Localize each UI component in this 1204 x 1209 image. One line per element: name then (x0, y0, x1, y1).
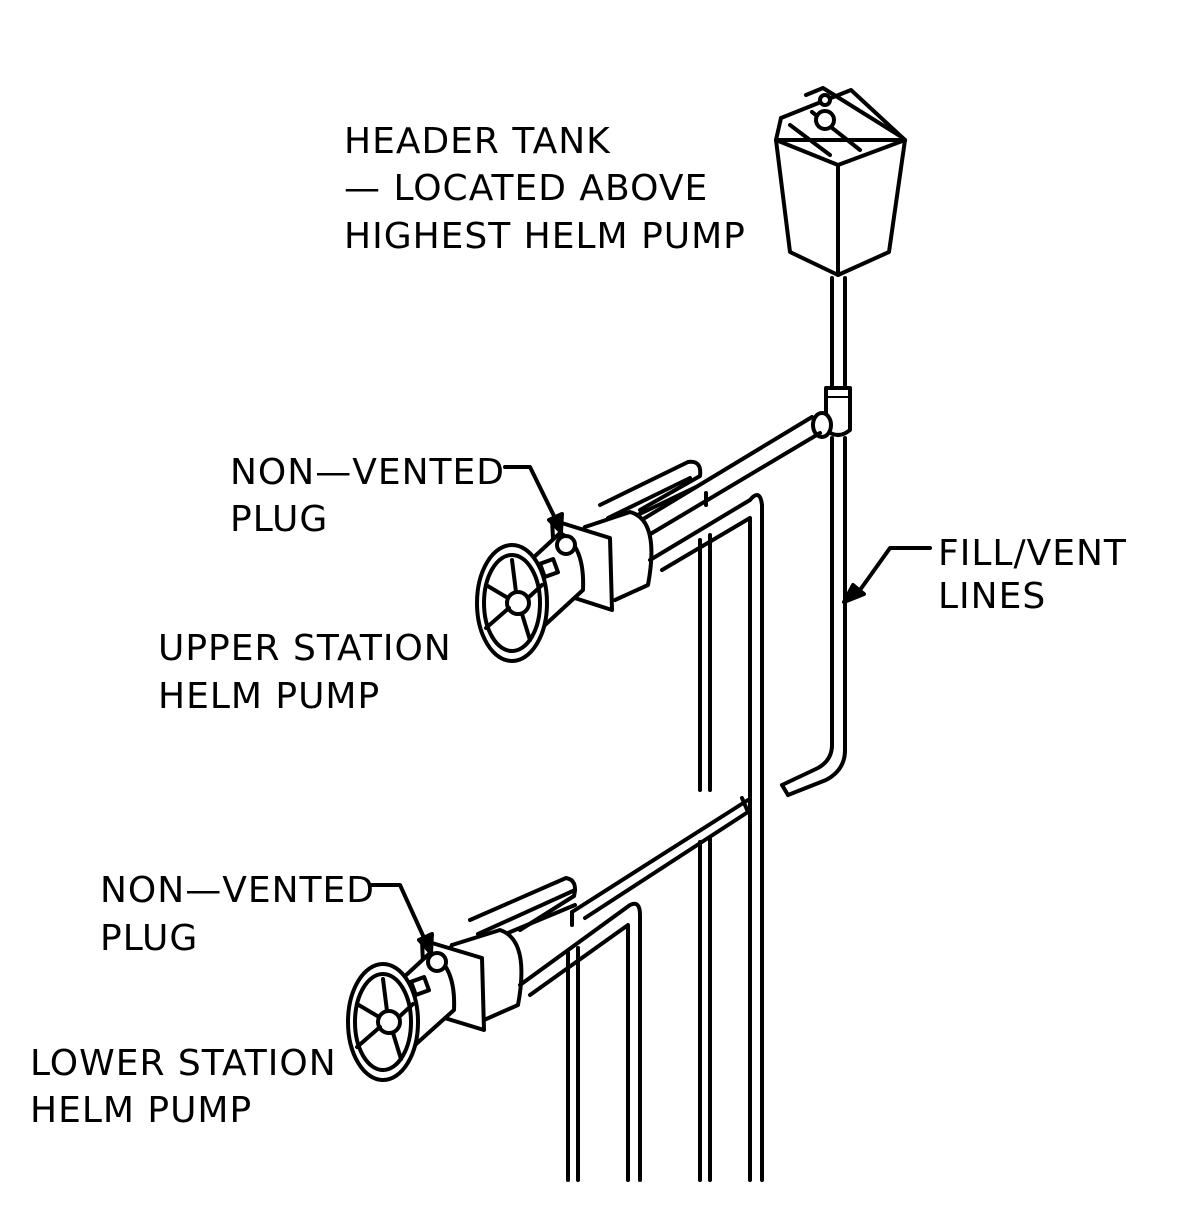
lower-hoses (518, 836, 712, 1182)
label-plug-upper-line1: NON—VENTED (230, 452, 505, 493)
label-fill-vent: FILL/VENT LINES (938, 533, 1127, 617)
label-plug-lower-line2: PLUG (100, 918, 198, 959)
upper-long-hose (648, 493, 764, 1182)
label-plug-upper-line2: PLUG (230, 499, 328, 540)
label-header-tank: HEADER TANK — LOCATED ABOVE HIGHEST HELM… (344, 121, 746, 257)
label-upper-station: UPPER STATION HELM PUMP (158, 628, 452, 717)
tee-branch-upper (623, 411, 833, 544)
label-fill-vent-line1: FILL/VENT (938, 533, 1127, 574)
tee-branch-lower (570, 796, 750, 920)
leader-upper-plug (503, 465, 564, 534)
header-tank (774, 86, 907, 277)
label-lower-station-line2: HELM PUMP (30, 1090, 252, 1131)
label-upper-station-line1: UPPER STATION (158, 628, 452, 669)
label-plug-lower-line1: NON—VENTED (100, 870, 375, 911)
lower-helm-pump (346, 876, 577, 1082)
label-upper-station-line2: HELM PUMP (158, 676, 380, 717)
leader-lower-plug (370, 883, 434, 955)
upper-helm-pump (475, 459, 708, 663)
label-header-tank-line2: — LOCATED ABOVE (344, 168, 708, 209)
label-header-tank-line1: HEADER TANK (344, 121, 611, 162)
leader-fill-vent (842, 546, 932, 604)
label-lower-station: LOWER STATION HELM PUMP (30, 1043, 337, 1131)
label-plug-upper: NON—VENTED PLUG (230, 452, 505, 540)
label-header-tank-line3: HIGHEST HELM PUMP (344, 216, 746, 257)
label-lower-station-line1: LOWER STATION (30, 1043, 337, 1084)
fill-vent-line (780, 276, 852, 797)
label-plug-lower: NON—VENTED PLUG (100, 870, 375, 959)
label-fill-vent-line2: LINES (938, 576, 1046, 617)
